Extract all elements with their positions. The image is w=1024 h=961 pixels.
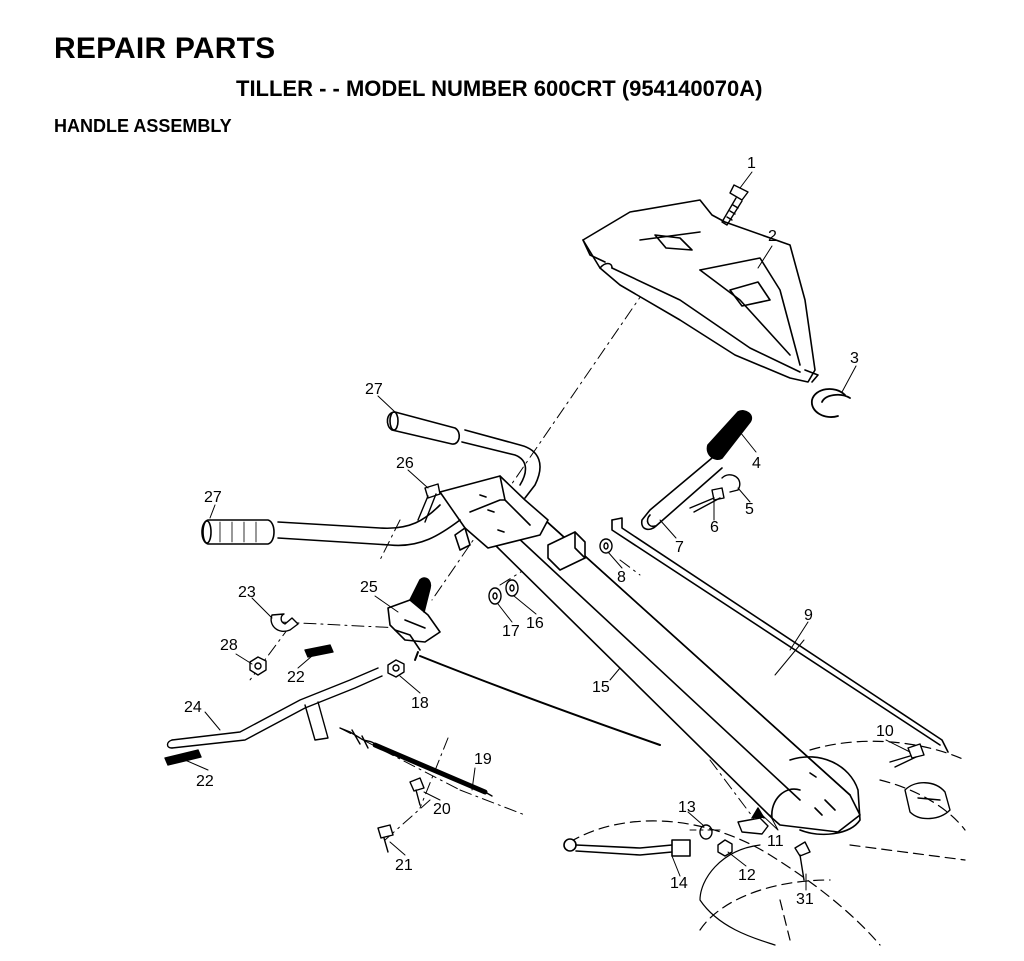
part-11-cam [737,807,769,835]
callout-26: 26 [396,455,414,472]
part-15-handle-tube [489,519,861,836]
callout-25: 25 [360,579,378,596]
callout-13: 13 [678,799,696,816]
callout-3: 3 [850,350,859,367]
section-heading: HANDLE ASSEMBLY [54,116,232,136]
part-22-grip-upper [304,644,334,658]
handle-bracket [439,475,549,551]
part-5-clip [721,474,741,493]
control-cable [414,651,661,746]
callout-18: 18 [411,695,429,712]
part-24-control-rod [166,667,383,749]
part-19-cable [339,727,493,797]
callout-5: 5 [745,501,754,518]
callout-21: 21 [395,857,413,874]
callout-20: 20 [433,801,451,818]
part-27-grip-upper [386,411,461,445]
leader-lines [184,171,911,891]
callout-10: 10 [876,723,894,740]
part-21-bolt [377,824,394,853]
callout-6: 6 [710,519,719,536]
part-7-shift-lever [640,457,723,531]
model-subtitle: TILLER - - MODEL NUMBER 600CRT (95414007… [236,76,763,101]
callout-11: 11 [767,833,784,850]
part-23-clamp [270,613,299,632]
callout-2: 2 [768,228,777,245]
callout-12: 12 [738,867,756,884]
part-13-washer [699,824,713,840]
handlebar-tubes [277,429,541,547]
part-28-nut [249,656,267,676]
callout-24: 24 [184,699,202,716]
callout-23: 23 [238,584,256,601]
part-6-bolt [689,487,725,513]
callout-9: 9 [804,607,813,624]
callout-7: 7 [675,539,684,556]
part-31-bolt [794,841,811,881]
part-16-washer [505,579,519,597]
callout-22-upper: 22 [287,669,305,686]
part-17-washer [488,587,502,605]
callout-27-upper: 27 [365,381,383,398]
lever-bracket [547,531,586,571]
callout-22-lower: 22 [196,773,214,790]
part-8-washer [599,538,613,554]
callout-1: 1 [747,155,756,172]
part-10-bolt [889,743,925,768]
callout-27-lower: 27 [204,489,222,506]
part-4-lever-grip [706,410,753,460]
callout-4: 4 [752,455,761,472]
part-1-screw [721,184,749,226]
part-18-nut [387,659,405,678]
part-27-grip-lower [201,519,275,545]
part-25-clutch-control [387,577,441,651]
callout-labels: 1 2 3 4 5 6 7 8 9 10 11 12 13 14 15 16 1… [184,155,894,908]
engine-bracket [699,782,951,946]
page-title: REPAIR PARTS [54,32,276,65]
part-9-shift-rod [611,517,949,753]
part-22-grip-lower [164,749,202,766]
callout-14: 14 [670,875,688,892]
part-3-retaining-ring [811,388,851,418]
part-26-bolt [417,483,441,523]
part-14-shift-rod [563,838,691,857]
callout-17: 17 [502,623,520,640]
callout-31: 31 [796,891,814,908]
callout-16: 16 [526,615,544,632]
callout-8: 8 [617,569,626,586]
callout-19: 19 [474,751,492,768]
part-20-bolt [409,777,425,806]
callout-28: 28 [220,637,238,654]
part-2-handle-panel [582,199,819,383]
callout-15: 15 [592,679,610,696]
